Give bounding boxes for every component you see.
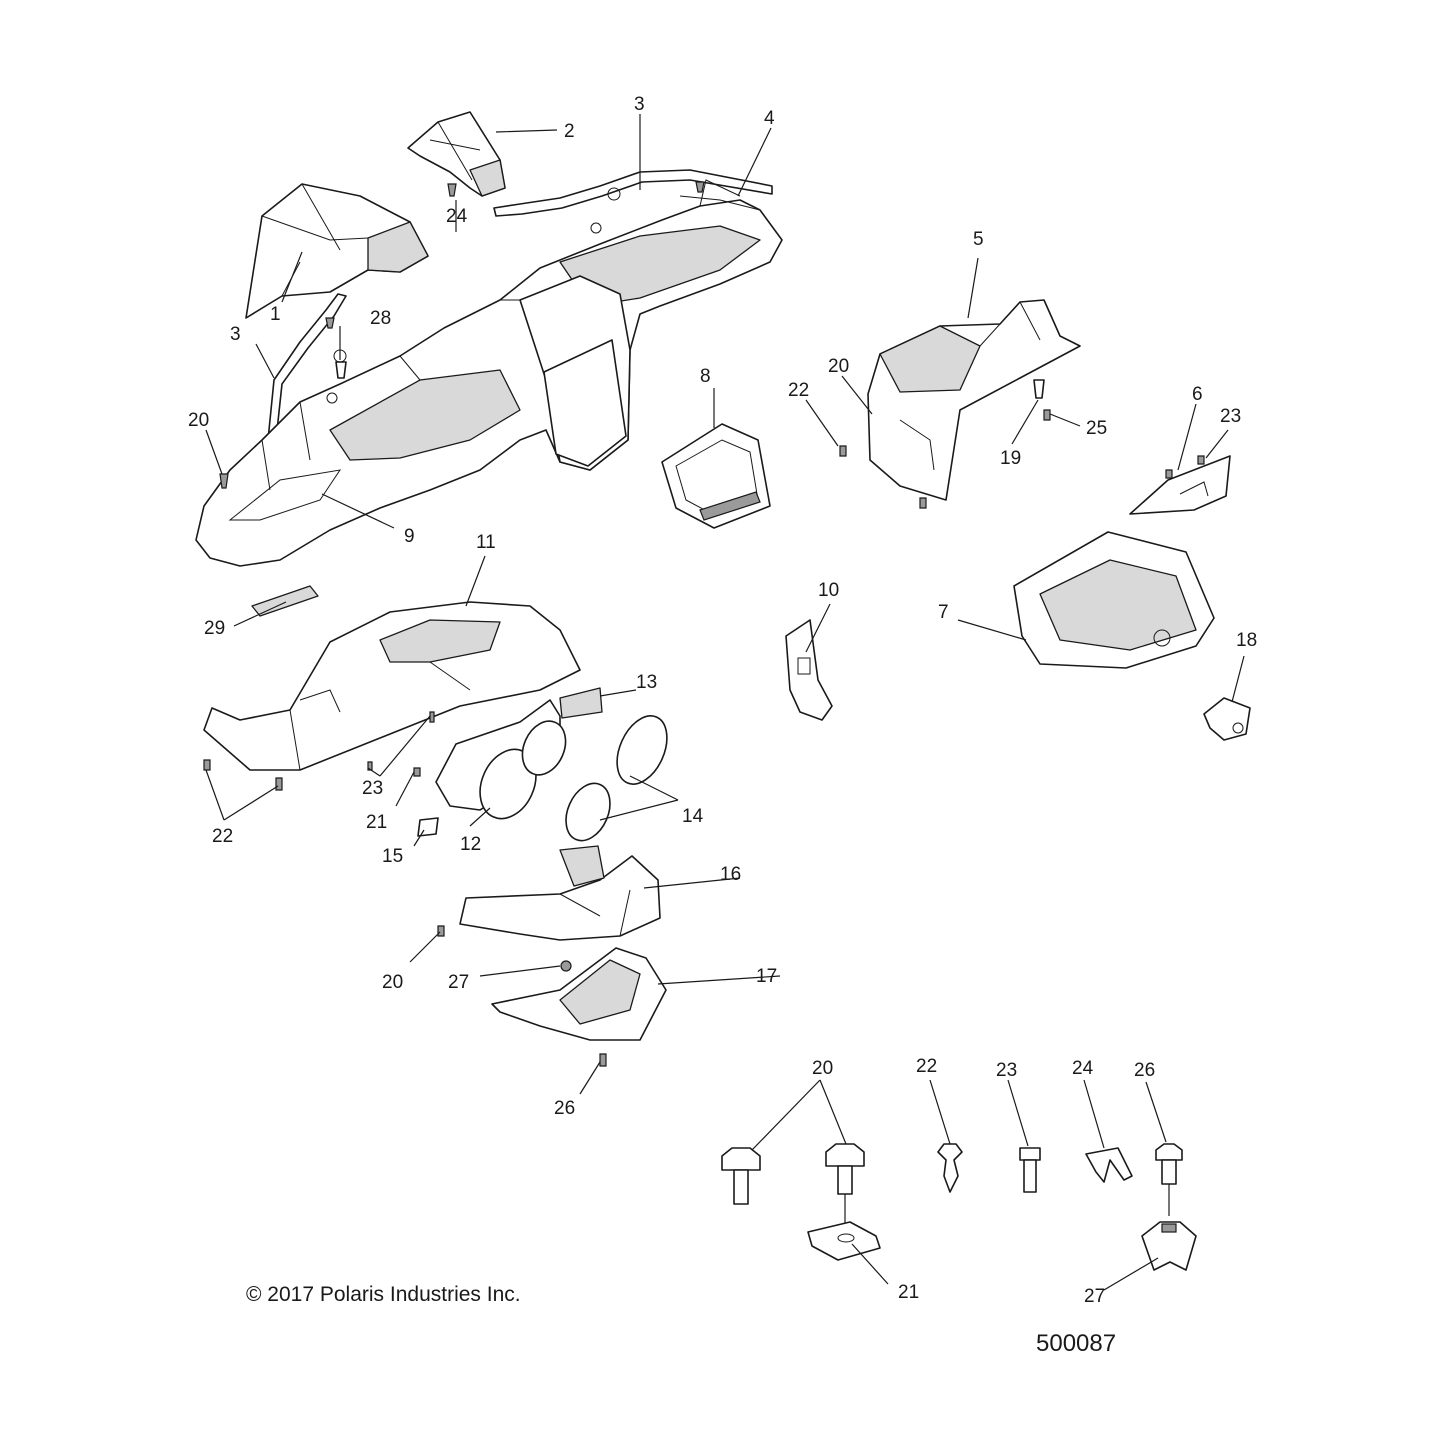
callout-20: 20: [812, 1058, 833, 1079]
part-15-label: [417, 817, 439, 837]
callout-3: 3: [634, 94, 645, 115]
part-5-right-panel: [867, 299, 1081, 501]
part-10-bracket: [785, 619, 833, 721]
callout-19: 19: [1000, 448, 1021, 469]
callout-22: 22: [212, 826, 233, 847]
part-13-lens: [559, 687, 603, 719]
callout-12: 12: [460, 834, 481, 855]
loose-fasteners: [203, 181, 1205, 1067]
callout-22: 22: [788, 380, 809, 401]
callout-21: 21: [366, 812, 387, 833]
callout-8: 8: [700, 366, 711, 387]
main-dash-frame: [195, 179, 783, 567]
callout-16: 16: [720, 864, 741, 885]
part-8-display-bezel: [661, 423, 771, 529]
callout-26: 26: [1134, 1060, 1155, 1081]
callout-20: 20: [382, 972, 403, 993]
figure-number: 500087: [1036, 1330, 1117, 1357]
callout-20: 20: [188, 410, 209, 431]
callout-25: 25: [1086, 418, 1107, 439]
callout-22: 22: [916, 1056, 937, 1077]
part-2-top-cover: [407, 111, 506, 197]
callout-6: 6: [1192, 384, 1203, 405]
callout-15: 15: [382, 846, 403, 867]
callout-18: 18: [1236, 630, 1257, 651]
callout-3: 3: [230, 324, 241, 345]
callout-26: 26: [554, 1098, 575, 1119]
callout-24: 24: [1072, 1058, 1094, 1079]
callout-13: 13: [636, 672, 657, 693]
callout-27: 27: [1084, 1286, 1105, 1307]
part-14-o-rings: [565, 715, 668, 842]
callout-28: 28: [370, 308, 391, 329]
callout-17: 17: [756, 966, 777, 987]
callout-11: 11: [476, 532, 496, 553]
callout-23: 23: [1220, 406, 1241, 427]
part-11-lower-panel: [203, 601, 581, 771]
fastener-detail-26: [1155, 1143, 1183, 1216]
part-29-shim: [251, 585, 319, 617]
callout-4: 4: [764, 108, 775, 129]
fastener-detail-21: [807, 1221, 881, 1261]
fastener-detail-27: [1141, 1221, 1197, 1271]
callout-10: 10: [818, 580, 839, 601]
part-6-flap: [1129, 455, 1231, 515]
callout-29: 29: [204, 618, 225, 639]
part-12-gauge-housing: [435, 699, 567, 820]
callout-27: 27: [448, 972, 469, 993]
callout-2: 2: [564, 121, 575, 142]
callout-20: 20: [828, 356, 849, 377]
part-17-column-cover-lower: [491, 947, 667, 1041]
callout-9: 9: [404, 526, 415, 547]
part-16-column-cover-upper: [459, 845, 661, 941]
part-7-tray: [1013, 531, 1215, 669]
fastener-detail-24: [1085, 1147, 1133, 1183]
leader-lines: [205, 114, 1245, 1291]
fastener-detail-20-a: [721, 1147, 761, 1205]
callout-labels: 1 2 3 4 3 28 24 20 9 5 22 20 19 25 6 23 …: [188, 94, 1257, 1307]
callout-23: 23: [996, 1060, 1017, 1081]
fastener-detail-22: [937, 1143, 963, 1193]
part-1-upper-cover: [245, 183, 429, 319]
part-18-switch: [1203, 697, 1251, 741]
callout-24: 24: [446, 206, 468, 227]
callout-1: 1: [270, 304, 281, 325]
fastener-detail-23: [1019, 1147, 1041, 1193]
callout-21: 21: [898, 1282, 919, 1303]
callout-14: 14: [682, 806, 704, 827]
fastener-detail-20-b: [825, 1143, 865, 1228]
copyright-notice: © 2017 Polaris Industries Inc.: [246, 1283, 521, 1306]
callout-7: 7: [938, 602, 949, 623]
callout-5: 5: [973, 229, 984, 250]
callout-23: 23: [362, 778, 383, 799]
